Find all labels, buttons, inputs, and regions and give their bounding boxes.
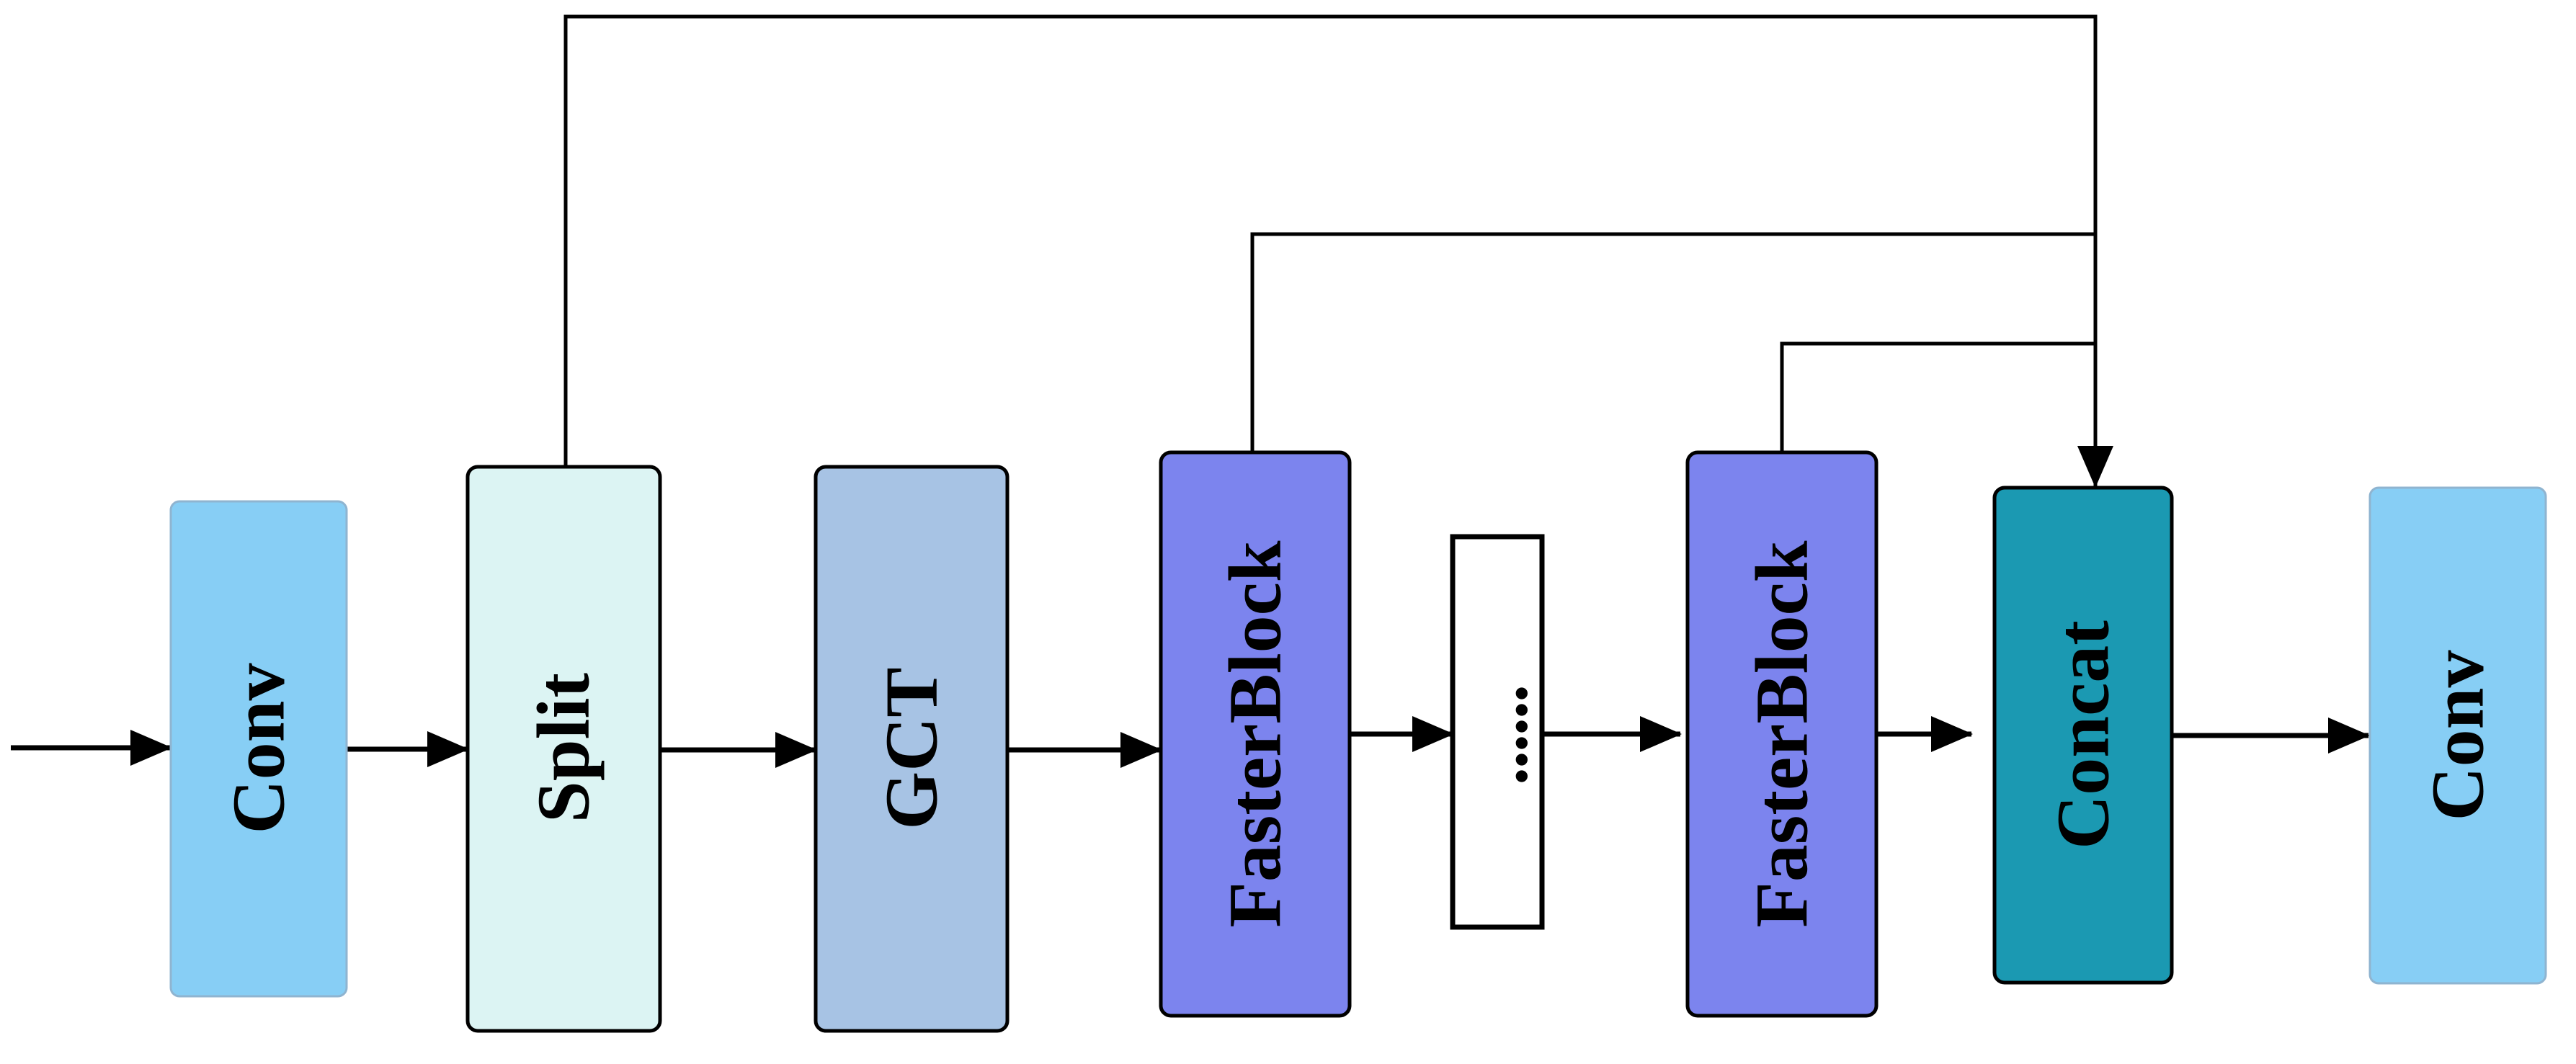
fasterblock-1-box	[1159, 450, 1352, 1018]
concat-block: Concat	[1992, 486, 2174, 985]
ellipsis-block-box	[1450, 534, 1545, 930]
gct-block: GCT	[814, 465, 1010, 1033]
concat-block-box	[1992, 486, 2174, 985]
flow-arrows	[11, 716, 2370, 768]
fasterblock-2-label: FasterBlock	[1741, 540, 1824, 927]
skip-line-faster2-to-concat	[1780, 341, 2095, 451]
ellipsis-block: ••••••	[1450, 534, 1546, 930]
split-block-label: Split	[522, 673, 605, 823]
fasterblock-2-box	[1685, 450, 1878, 1018]
conv-block-input-label: Conv	[218, 663, 300, 834]
fasterblock-1: FasterBlock	[1159, 450, 1352, 1018]
conv-block-input: Conv	[169, 500, 348, 998]
gct-block-label: GCT	[870, 667, 953, 829]
split-block-box	[465, 465, 662, 1033]
conv-block-input-box	[169, 500, 348, 998]
conv-block-output-box	[2368, 486, 2547, 985]
skip-line-faster1-to-concat	[1250, 232, 2095, 451]
gct-block-box	[814, 465, 1010, 1033]
split-block: Split	[465, 465, 662, 1033]
conv-block-output-label: Conv	[2417, 651, 2500, 821]
fasterblock-1-label: FasterBlock	[1214, 540, 1297, 927]
conv-block-output: Conv	[2368, 486, 2547, 985]
skip-line-split-to-concat	[563, 14, 2098, 467]
ellipsis-label: ••••••	[1498, 684, 1546, 784]
fasterblock-2: FasterBlock	[1685, 450, 1878, 1018]
skip-connections	[563, 14, 2113, 488]
concat-block-label: Concat	[2042, 620, 2125, 849]
